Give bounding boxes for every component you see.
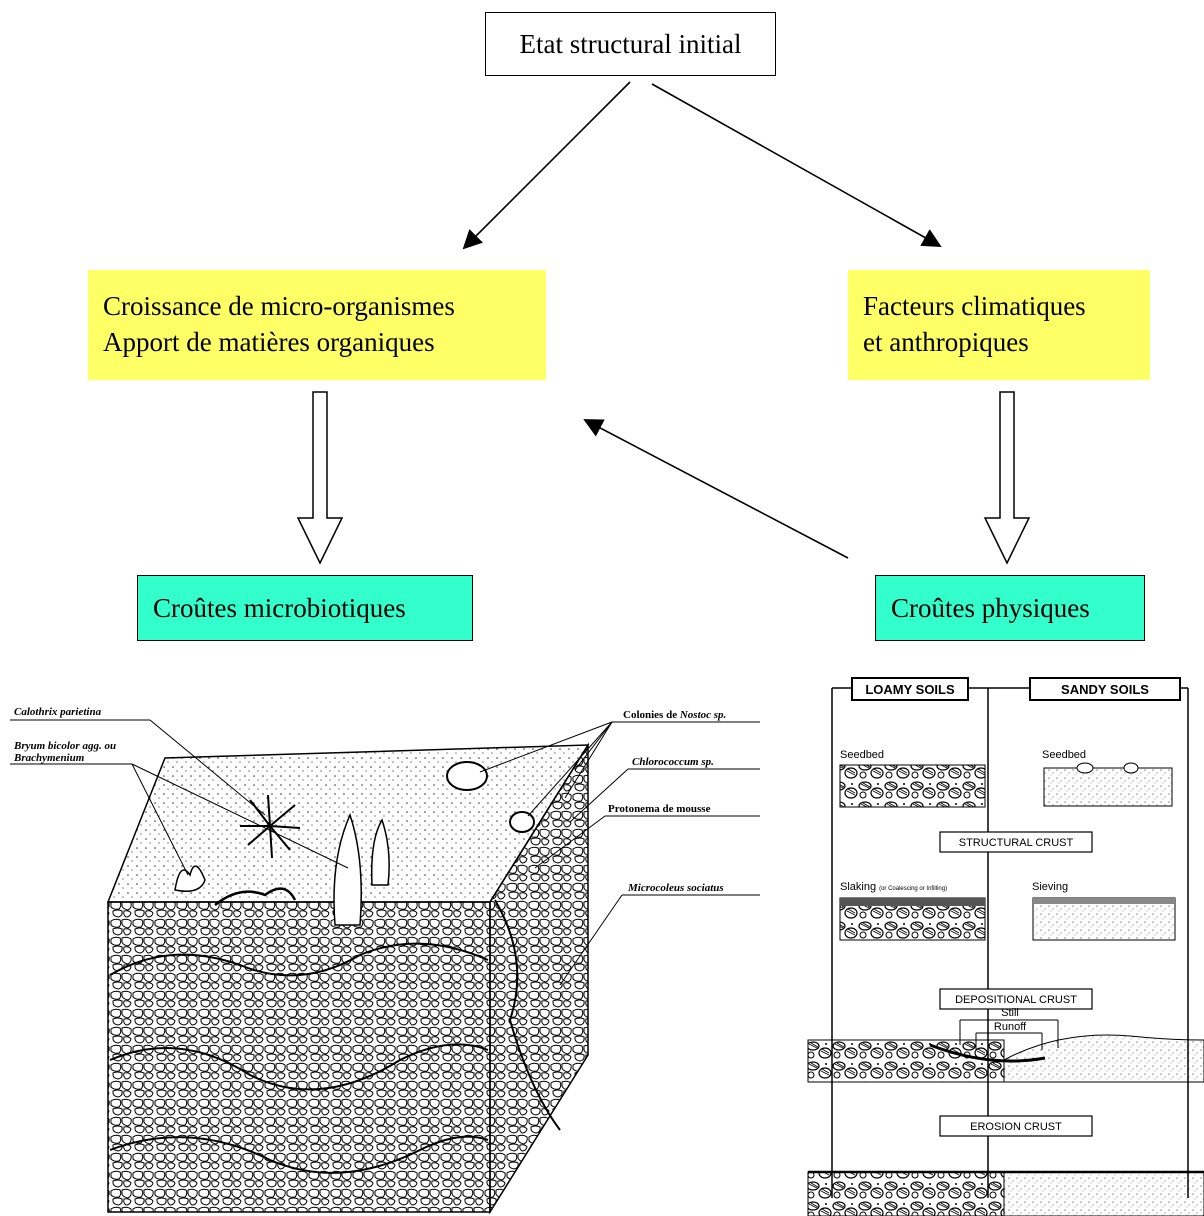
microbiotic-crust-block <box>106 742 590 1215</box>
arrow-physical-to-biotic <box>583 419 849 559</box>
label-runoff: Runoff <box>994 1021 1027 1033</box>
label-depositional-crust: DEPOSITIONAL CRUST <box>955 994 1077 1006</box>
microbiotic-crusts-label: Croûtes microbiotiques <box>153 593 406 623</box>
physical-crusts-label: Croûtes physiques <box>891 593 1090 623</box>
label-calothrix: Calothrix parietina <box>14 706 102 718</box>
label-erosion-crust: EROSION CRUST <box>970 1121 1062 1133</box>
physical-crusts-box: Croûtes physiques <box>875 575 1145 641</box>
climatic-factors-box: Facteurs climatiques et anthropiques <box>848 270 1150 380</box>
left-figure-leaders <box>10 719 760 986</box>
label-seedbed-sandy: Seedbed <box>1042 749 1086 761</box>
arrow-initial-to-climatic <box>651 83 942 247</box>
label-protonema: Protonema de mousse <box>608 803 711 815</box>
label-microcoleus: Microcoleus sociatus <box>627 882 724 894</box>
label-bryum-line2: Brachymenium <box>13 752 85 764</box>
label-slaking-note: (or Coalescing or Infilling) <box>879 886 947 892</box>
biotic-factors-box: Croissance de micro-organismes Apport de… <box>88 270 546 380</box>
physical-crust-figure <box>807 677 1204 1216</box>
microbiotic-crusts-box: Croûtes microbiotiques <box>137 575 473 641</box>
label-nostoc-species: Nostoc sp. <box>679 709 726 721</box>
initial-structural-state-label: Etat structural initial <box>519 29 742 59</box>
biotic-factors-line2: Apport de matières organiques <box>103 327 435 357</box>
hollow-arrow-biotic-to-microbiotic <box>296 391 344 565</box>
hollow-arrow-climatic-to-physical <box>983 391 1031 565</box>
header-sandy-soils: SANDY SOILS <box>1061 682 1149 697</box>
initial-structural-state-box: Etat structural initial <box>485 12 776 76</box>
label-structural-crust: STRUCTURAL CRUST <box>959 837 1074 849</box>
label-sieving: Sieving <box>1032 881 1068 893</box>
label-bryum-line1: Bryum bicolor agg. ou <box>13 740 116 752</box>
label-slaking-main: Slaking <box>840 881 876 893</box>
label-nostoc: Colonies de Nostoc sp. <box>623 709 726 721</box>
label-seedbed-loamy: Seedbed <box>840 749 884 761</box>
arrow-initial-to-biotic <box>462 81 631 250</box>
header-loamy-soils: LOAMY SOILS <box>865 682 955 697</box>
label-still: Still <box>1001 1007 1019 1019</box>
biotic-factors-line1: Croissance de micro-organismes <box>103 291 455 321</box>
climatic-factors-line1: Facteurs climatiques <box>863 291 1086 321</box>
label-nostoc-prefix: Colonies de <box>623 709 680 721</box>
label-chlorococcum: Chlorococcum sp. <box>632 756 714 768</box>
label-slaking: Slaking(or Coalescing or Infilling) <box>840 881 947 893</box>
climatic-factors-line2: et anthropiques <box>863 327 1029 357</box>
